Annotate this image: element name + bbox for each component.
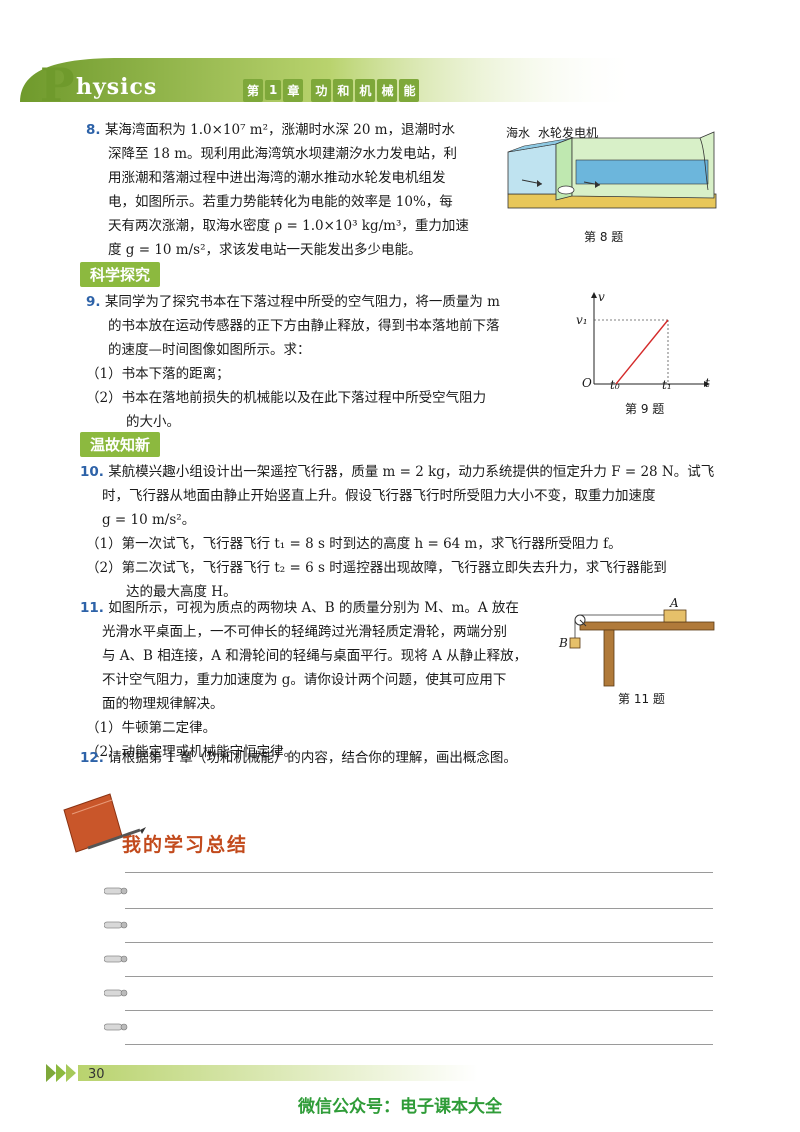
question-8: 8. 某海湾面积为 1.0×10⁷ m²，涨潮时水深 20 m，退潮时水 深降至…: [86, 118, 496, 262]
writing-line: [125, 908, 713, 909]
chapter-part: 章: [283, 78, 304, 102]
chapter-part: 第: [243, 78, 264, 102]
q8-line: 某海湾面积为 1.0×10⁷ m²，涨潮时水深 20 m，退潮时水: [104, 122, 456, 138]
q10-line: 时，飞行器从地面由静止开始竖直上升。假设飞行器飞行时所受阻力大小不变，取重力加速…: [102, 488, 656, 504]
figure-8-caption: 第 8 题: [584, 230, 624, 244]
section-tab-review: 温故知新: [80, 432, 161, 457]
q12-text: 请根据第 1 章（功和机械能）的内容，结合你的理解，画出概念图。: [108, 750, 517, 766]
question-10: 10. 某航模兴趣小组设计出一架遥控飞行器，质量 m = 2 kg，动力系统提供…: [80, 460, 720, 604]
chapter-label: 第 1 章 功 和 机 械 能: [243, 78, 420, 102]
q11-line: 与 A、B 相连接，A 和滑轮间的轻绳与桌面平行。现将 A 从静止释放，: [102, 648, 528, 664]
logo-letter-p: P: [40, 58, 75, 112]
chapter-part: 机: [355, 78, 376, 102]
q11-line: 不计空气阻力，重力加速度为 g。请你设计两个问题，使其可应用下: [102, 672, 507, 688]
writing-line: [125, 1010, 713, 1011]
question-12: 12. 请根据第 1 章（功和机械能）的内容，结合你的理解，画出概念图。: [80, 746, 720, 770]
graph-label-t: t: [705, 376, 710, 390]
q9-line: 的书本放在运动传感器的正下方由静止释放，得到书本落地前下落: [108, 318, 500, 334]
chapter-part: 械: [377, 78, 398, 102]
q10-subquestion-2-cont: 达的最大高度 H。: [126, 584, 237, 600]
spiral-ring-icon: [104, 1023, 128, 1031]
spiral-ring-icon: [104, 989, 128, 997]
graph-label-origin: O: [582, 376, 592, 390]
q11-line: 面的物理规律解决。: [102, 696, 224, 712]
q10-subquestion-1: （1）第一次试飞，飞行器飞行 t₁ = 8 s 时到达的高度 h = 64 m，…: [86, 536, 622, 552]
q11-subquestion-1: （1）牛顿第二定律。: [86, 720, 217, 736]
chapter-part: 1: [265, 80, 282, 100]
question-11: 11. 如图所示，可视为质点的两物块 A、B 的质量分别为 M、m。A 放在 光…: [80, 596, 560, 764]
page-number-band: [46, 1064, 478, 1082]
q8-line: 深降至 18 m。现利用此海湾筑水坝建潮汐水力发电站，利: [108, 146, 458, 162]
q10-line: 某航模兴趣小组设计出一架遥控飞行器，质量 m = 2 kg，动力系统提供的恒定升…: [108, 464, 715, 480]
q11-line: 如图所示，可视为质点的两物块 A、B 的质量分别为 M、m。A 放在: [108, 600, 519, 616]
label-sea-water: 海水: [506, 126, 531, 140]
question-number: 11.: [80, 600, 104, 616]
q11-line: 光滑水平桌面上，一不可伸长的轻绳跨过光滑轻质定滑轮，两端分别: [102, 624, 507, 640]
question-9: 9. 某同学为了探究书本在下落过程中所受的空气阻力，将一质量为 m 的书本放在运…: [86, 290, 566, 434]
figure-11-label-a: A: [670, 596, 679, 610]
spiral-ring-icon: [104, 955, 128, 963]
graph-label-v: v: [598, 290, 605, 304]
figure-8-dam: [507, 131, 717, 209]
question-number: 10.: [80, 464, 104, 480]
q10-line: g = 10 m/s²。: [102, 512, 196, 528]
q9-subquestion-1: （1）书本下落的距离；: [86, 366, 230, 382]
q10-subquestion-2: （2）第二次试飞，飞行器飞行 t₂ = 6 s 时遥控器出现故障，飞行器立即失去…: [86, 560, 667, 576]
notebook-pencil-icon: [63, 793, 146, 853]
q11-subquestion-2: （2）动能定理或机械能守恒定律。: [86, 744, 298, 760]
footer-watermark: 微信公众号：电子课本大全: [298, 1097, 502, 1117]
q9-line: 某同学为了探究书本在下落过程中所受的空气阻力，将一质量为 m: [104, 294, 500, 310]
q8-line: 天有两次涨潮，取海水密度 ρ = 1.0×10³ kg/m³，重力加速: [108, 218, 469, 234]
figure-9-caption: 第 9 题: [625, 402, 665, 416]
writing-line: [125, 1044, 713, 1045]
spiral-ring-icon: [104, 921, 128, 929]
question-number: 8.: [86, 122, 101, 138]
q9-subquestion-2: （2）书本在落地前损失的机械能以及在此下落过程中所受空气阻力: [86, 390, 487, 406]
logo-text: hysics: [76, 74, 158, 100]
q8-line: 度 g = 10 m/s²，求该发电站一天能发出多少电能。: [108, 242, 422, 258]
writing-line: [125, 872, 713, 873]
graph-label-t0: t₀: [610, 378, 620, 392]
q8-line: 用涨潮和落潮过程中进出海湾的潮水推动水轮发电机组发: [108, 170, 446, 186]
figure-11-caption: 第 11 题: [618, 692, 665, 706]
q9-subquestion-2-cont: 的大小。: [126, 414, 180, 430]
q9-line: 的速度—时间图像如图所示。求：: [108, 342, 311, 358]
question-number: 12.: [80, 750, 104, 766]
figure-11-label-b: B: [559, 636, 568, 650]
graph-label-v1: v₁: [576, 313, 588, 327]
graph-label-t1: t₁: [662, 378, 672, 392]
writing-line: [125, 942, 713, 943]
question-number: 9.: [86, 294, 101, 310]
page-number: 30: [88, 1067, 105, 1082]
chapter-part: 和: [333, 78, 354, 102]
figure-9-vt-graph: [591, 292, 710, 387]
label-turbine: 水轮发电机: [538, 126, 599, 140]
q8-line: 电，如图所示。若重力势能转化为电能的效率是 10%，每: [108, 194, 453, 210]
section-tab-science-inquiry: 科学探究: [80, 262, 161, 287]
writing-line: [125, 976, 713, 977]
chapter-part: 功: [311, 78, 332, 102]
spiral-ring-icon: [104, 887, 128, 895]
summary-title: 我的学习总结: [122, 834, 249, 856]
chapter-part: 能: [399, 78, 420, 102]
figure-11-pulley: [569, 609, 715, 687]
